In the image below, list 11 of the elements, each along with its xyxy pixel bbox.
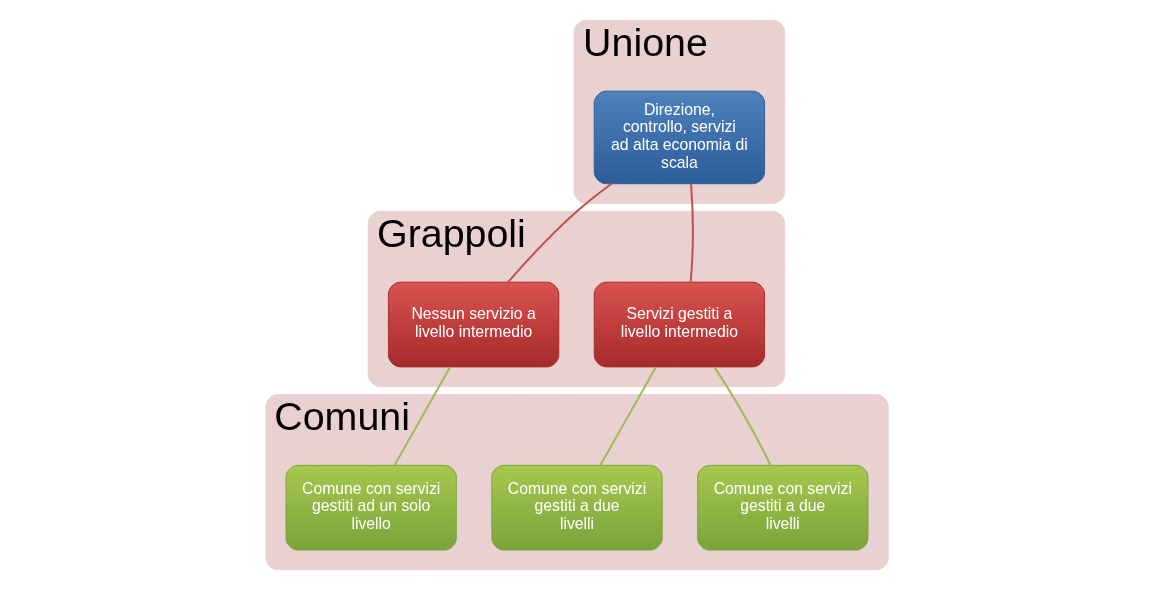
node-box: Servizi gestiti a livello intermedio xyxy=(593,281,765,368)
node-box: Direzione, controllo, servizi ad alta economia di scala xyxy=(593,90,765,185)
node-box: Comune con servizi gestiti a due livelli xyxy=(696,464,868,551)
node-box: Comune con servizi gestiti a due livelli xyxy=(490,464,663,551)
connector xyxy=(393,366,451,467)
connector xyxy=(506,182,612,284)
connector xyxy=(689,183,694,284)
connector xyxy=(713,366,772,467)
node-box: Comune con servizi gestiti ad un solo livello xyxy=(285,464,457,551)
node-box: Nessun servizio a livello intermedio xyxy=(387,281,559,368)
connector xyxy=(598,366,657,467)
